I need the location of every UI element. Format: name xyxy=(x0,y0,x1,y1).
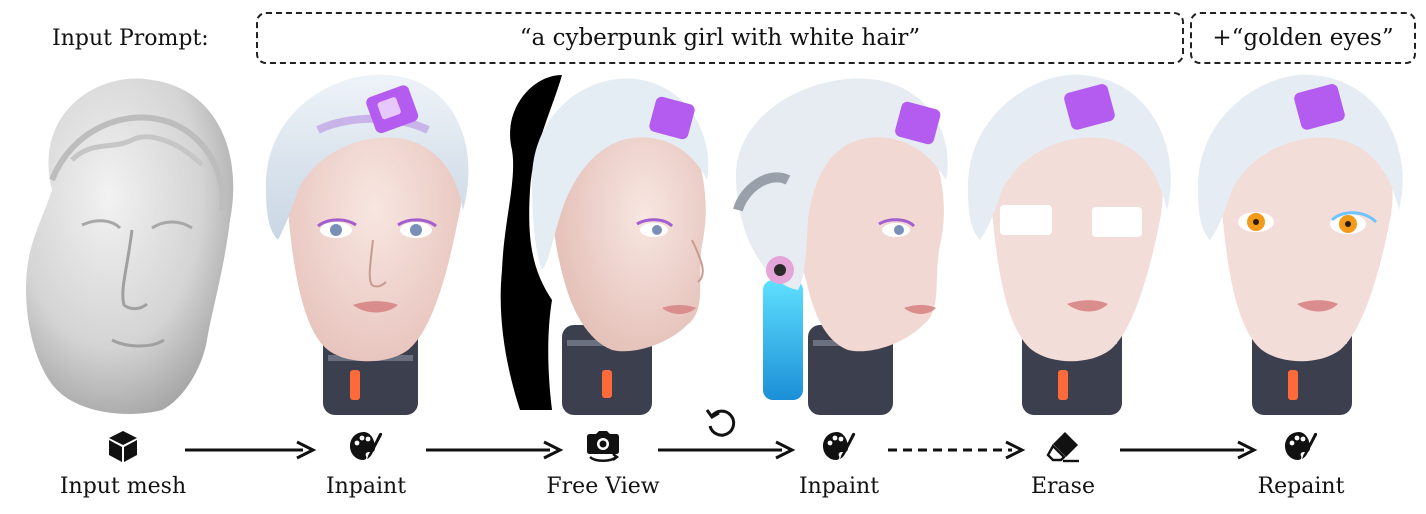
arrow-3 xyxy=(658,438,796,462)
palette-brush-icon xyxy=(350,432,383,460)
palette-brush-icon xyxy=(1285,432,1318,460)
step-label: Inpaint xyxy=(325,474,407,499)
erase-result-image xyxy=(962,70,1186,420)
repaint-result-image xyxy=(1192,70,1418,420)
arrow-2 xyxy=(426,438,564,462)
free-view-image xyxy=(492,70,716,420)
step-label: Repaint xyxy=(1257,474,1345,499)
step-label: Free View xyxy=(546,474,660,499)
prompt-box-main: “a cyberpunk girl with white hair” xyxy=(256,12,1184,64)
inpaint-side-image xyxy=(728,70,956,420)
step-repaint: Repaint xyxy=(1226,428,1376,499)
step-erase: Erase xyxy=(988,428,1138,499)
input-mesh-image xyxy=(12,70,242,420)
eraser-icon xyxy=(1046,432,1079,463)
step-label: Erase xyxy=(1030,474,1095,499)
rotate-ccw-icon xyxy=(704,406,738,440)
palette-brush-icon xyxy=(823,432,856,460)
step-label: Input mesh xyxy=(59,474,187,499)
arrow-5 xyxy=(1120,438,1258,462)
prompt-main-text: “a cyberpunk girl with white hair” xyxy=(519,25,921,51)
step-inpaint: Inpaint xyxy=(291,428,441,499)
prompt-extra-text: +“golden eyes” xyxy=(1212,25,1394,51)
step-free-view: Free View xyxy=(528,428,678,499)
step-input-mesh: Input mesh xyxy=(48,428,198,499)
step-label: Inpaint xyxy=(798,474,880,499)
arrow-1 xyxy=(185,438,317,462)
inpaint-result-image xyxy=(258,70,480,420)
input-prompt-label: Input Prompt: xyxy=(52,26,209,51)
arrow-4-dashed xyxy=(888,438,1026,462)
step-inpaint-2: Inpaint xyxy=(764,428,914,499)
cube-icon xyxy=(109,431,137,462)
prompt-box-extra: +“golden eyes” xyxy=(1190,12,1416,64)
camera-rotate-icon xyxy=(587,431,619,462)
